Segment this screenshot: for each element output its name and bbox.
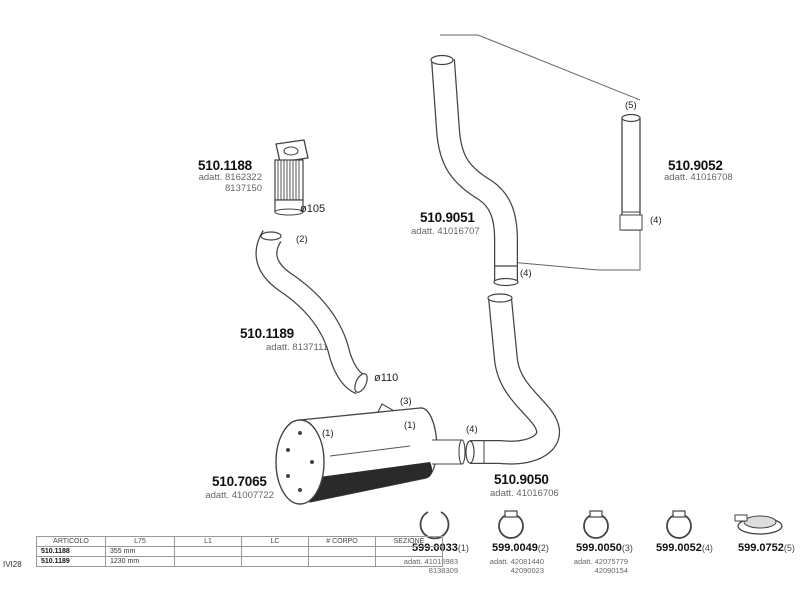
table-header: L1 <box>174 536 242 547</box>
part-cross-ref: adatt. 41016708 <box>664 172 733 183</box>
part-cross-ref: adatt. 41007722 <box>205 490 274 501</box>
table-header: ARTICOLO <box>36 536 106 547</box>
table-header: L75 <box>105 536 175 547</box>
grouping-line <box>440 34 641 101</box>
part-number-510-9050: 510.9050 <box>494 472 549 487</box>
callout-ref: (1) <box>322 428 334 439</box>
callout-ref: (4) <box>520 268 532 279</box>
callout-ref: (5) <box>625 100 637 111</box>
table-row: 510.1188 355 mm <box>36 546 443 557</box>
pipe-510-1189 <box>255 230 368 395</box>
band-clamp-icon <box>498 510 524 539</box>
table-row: 510.1189 1230 mm <box>36 556 443 567</box>
part-cross-ref: adatt. 41016707 <box>411 226 480 237</box>
diameter-label: ø105 <box>300 203 326 215</box>
pipe-510-9051 <box>430 54 519 287</box>
spec-table: ARTICOLO L75 L1 LC # CORPO SEZIONE 510.1… <box>36 536 443 567</box>
part-number-510-9052: 510.9052 <box>668 158 723 173</box>
table-header: # CORPO <box>308 536 376 547</box>
muffler-510-7065 <box>275 403 466 505</box>
table-cell: 510.1189 <box>36 556 106 567</box>
clamp-part-number: 599.0052(4) <box>656 542 713 554</box>
table-cell: 355 mm <box>105 546 175 557</box>
pipe-510-9052 <box>619 113 643 231</box>
part-cross-ref: adatt. 8137111 <box>266 342 328 353</box>
callout-ref: (2) <box>296 234 308 245</box>
side-label: IVI28 <box>3 560 22 569</box>
ring-clamp-icon <box>419 511 450 540</box>
table-cell: 510.1188 <box>36 546 106 557</box>
part-number-510-7065: 510.7065 <box>212 474 267 489</box>
rain-cap-icon <box>734 514 783 535</box>
callout-ref: (4) <box>466 424 478 435</box>
clamp-part-number: 599.0049(2) <box>492 542 549 554</box>
band-clamp-icon <box>583 510 609 539</box>
callout-ref: (1) <box>404 420 416 431</box>
clamp-part-number: 599.0050(3) <box>576 542 633 554</box>
clamp-part-number: 599.0752(5) <box>738 542 795 554</box>
callout-ref: (4) <box>650 215 662 226</box>
pipe-510-9050 <box>465 293 561 465</box>
part-cross-ref: adatt. 41016706 <box>490 488 559 499</box>
table-header: LC <box>241 536 309 547</box>
callout-ref: (3) <box>400 396 412 407</box>
part-number-510-1189: 510.1189 <box>240 326 294 341</box>
part-number-510-1188: 510.1188 <box>198 158 252 173</box>
table-cell: 1230 mm <box>105 556 175 567</box>
band-clamp-icon <box>666 510 692 539</box>
diameter-label: ø110 <box>374 372 399 384</box>
table-header: SEZIONE <box>375 536 443 547</box>
grouping-line <box>509 222 641 271</box>
flex-pipe-510-1188 <box>274 139 309 216</box>
part-number-510-9051: 510.9051 <box>420 210 475 225</box>
